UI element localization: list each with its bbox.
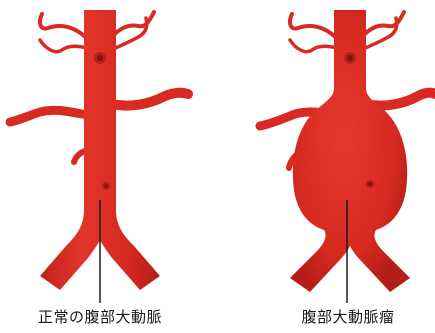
aneurysm-aorta [260, 10, 435, 303]
normal-top-branch-left [40, 14, 90, 42]
normal-left-renal-branch [10, 110, 88, 122]
normal-aorta-caption: 正常の腹部大動脈 [10, 306, 190, 328]
aneurysm-caption: 腹部大動脈瘤 [258, 306, 435, 328]
normal-right-renal-branch [112, 93, 188, 106]
aneurysm-top-branch-left [290, 14, 340, 42]
normal-aorta [10, 10, 188, 303]
